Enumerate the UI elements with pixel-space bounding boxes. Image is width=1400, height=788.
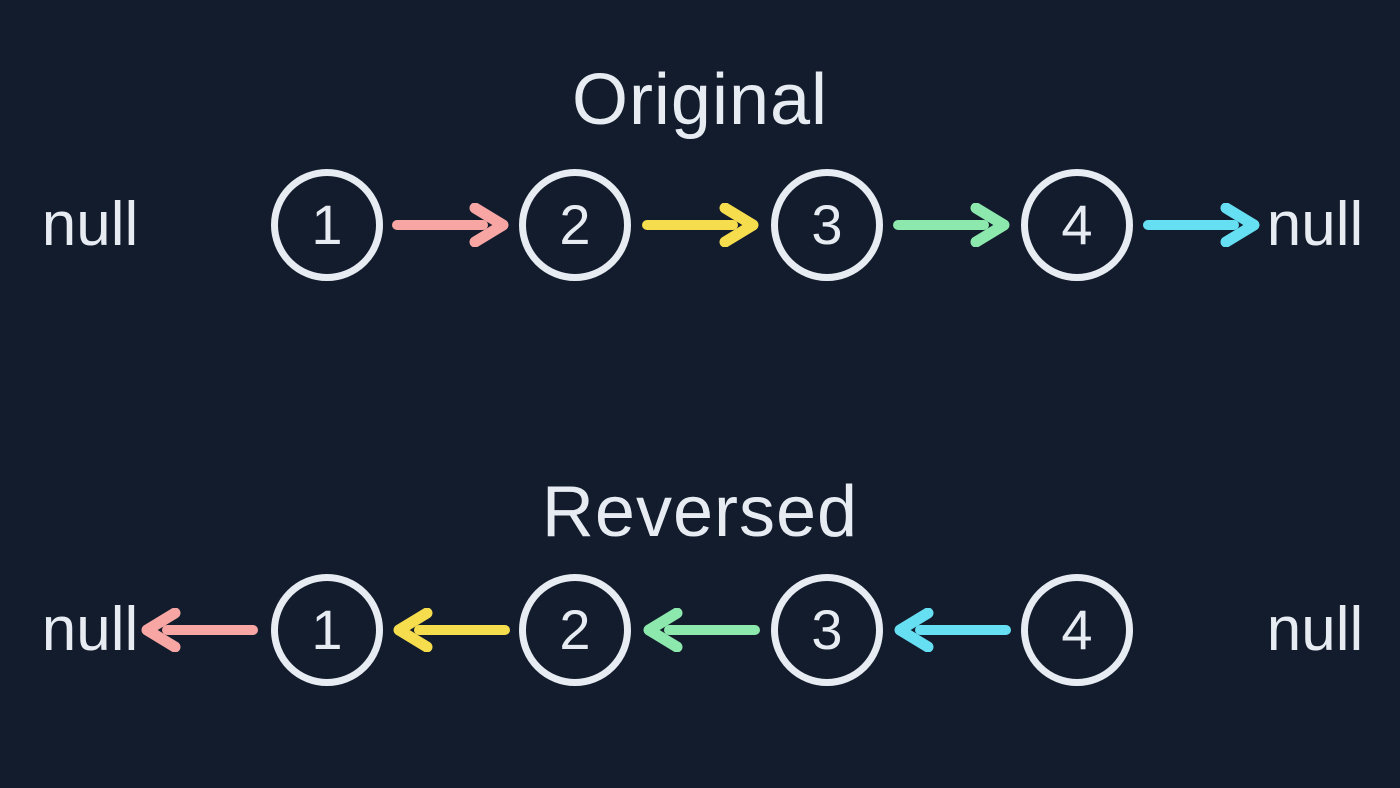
arrow-head-right-icon: [1220, 203, 1260, 247]
reversed-node-2: 2: [519, 574, 631, 686]
reversed-arrow-1-to-null: [141, 608, 258, 652]
reversed-title: Reversed: [541, 472, 859, 552]
original-arrow-1-to-2: [392, 203, 509, 247]
original-node-3-value: 3: [811, 193, 843, 256]
arrow-head-left-icon: [141, 608, 181, 652]
reversed-null-right: null: [1266, 595, 1364, 664]
original-node-1-value: 1: [311, 193, 343, 256]
reversed-node-3-value: 3: [811, 598, 843, 661]
reversed-null-left: null: [41, 595, 139, 664]
reversed-node-3: 3: [771, 574, 883, 686]
arrow-head-right-icon: [719, 203, 759, 247]
original-arrow-4-to-null: [1143, 203, 1260, 247]
reversed-node-4: 4: [1021, 574, 1133, 686]
original-null-right: null: [1266, 190, 1364, 259]
original-arrow-2-to-3: [642, 203, 759, 247]
original-node-4-value: 4: [1061, 193, 1093, 256]
original-node-2: 2: [519, 169, 631, 281]
arrow-head-left-icon: [894, 608, 934, 652]
original-node-1: 1: [271, 169, 383, 281]
reversed-node-4-value: 4: [1061, 598, 1093, 661]
original-arrow-3-to-4: [893, 203, 1010, 247]
arrow-head-right-icon: [469, 203, 509, 247]
reversed-node-1: 1: [271, 574, 383, 686]
arrow-head-left-icon: [643, 608, 683, 652]
arrow-head-right-icon: [970, 203, 1010, 247]
reversed-node-2-value: 2: [559, 598, 591, 661]
reversed-arrow-3-to-2: [643, 608, 760, 652]
original-node-2-value: 2: [559, 193, 591, 256]
original-node-3: 3: [771, 169, 883, 281]
reversed-node-1-value: 1: [311, 598, 343, 661]
original-node-4: 4: [1021, 169, 1133, 281]
original-null-left: null: [41, 190, 139, 259]
original-title: Original: [571, 60, 829, 140]
arrow-head-left-icon: [393, 608, 433, 652]
reversed-arrow-2-to-1: [393, 608, 510, 652]
reversed-arrow-4-to-3: [894, 608, 1011, 652]
